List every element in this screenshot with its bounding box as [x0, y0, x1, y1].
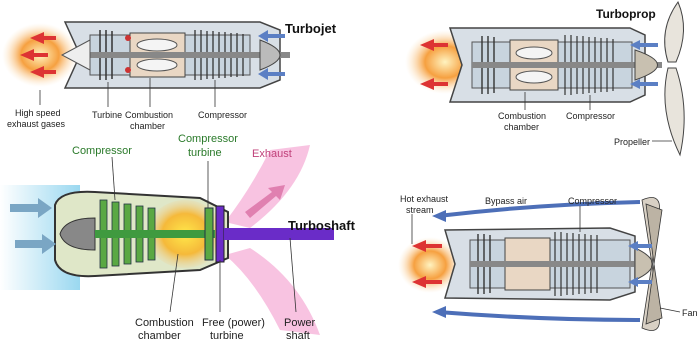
label-compressor: Compressor: [72, 145, 132, 157]
label-hot-exhaust-2: stream: [406, 205, 434, 215]
turboshaft-diagram: Compressor Compressor turbine Exhaust Tu…: [0, 130, 370, 341]
label-combustion-2: chamber: [138, 330, 181, 341]
turboprop-diagram: Turboprop Combustion chamber Compressor …: [390, 0, 697, 160]
label-propeller: Propeller: [614, 137, 650, 147]
turbofan-diagram: Hot exhaust stream Bypass air Compressor…: [390, 180, 697, 341]
label-exhaust-2: exhaust gases: [7, 119, 66, 129]
label-fan: Fan: [682, 308, 697, 318]
turboshaft-title: Turboshaft: [288, 218, 356, 233]
label-combustion-1: Combustion: [498, 111, 546, 121]
label-compressor-turbine-1: Compressor: [178, 133, 238, 145]
compressor-turbine: [205, 208, 213, 260]
label-hot-exhaust-1: Hot exhaust: [400, 194, 449, 204]
compressor-shaft: [95, 230, 215, 238]
bypass-arrow-bottom: [438, 312, 640, 320]
label-compressor: Compressor: [568, 196, 617, 206]
label-combustion-2: chamber: [504, 122, 539, 132]
main-shaft: [470, 261, 645, 267]
label-power-shaft-2: shaft: [286, 330, 310, 341]
label-compressor-turbine-2: turbine: [188, 147, 222, 159]
label-exhaust-1: High speed: [15, 108, 61, 118]
label-combustion-1: Combustion: [135, 317, 194, 329]
label-free-turbine-1: Free (power): [202, 317, 265, 329]
turbojet-diagram: Turbojet High speed exhaust gases Turbin…: [0, 0, 350, 135]
turboprop-title: Turboprop: [596, 7, 656, 21]
label-exhaust: Exhaust: [252, 148, 292, 160]
propeller: [665, 2, 685, 155]
label-compressor: Compressor: [566, 111, 615, 121]
label-compressor: Compressor: [198, 110, 247, 120]
label-power-shaft-1: Power: [284, 317, 316, 329]
free-turbine: [216, 206, 224, 262]
label-turbine: Turbine: [92, 110, 122, 120]
turbojet-title: Turbojet: [285, 21, 337, 36]
label-bypass-air: Bypass air: [485, 196, 527, 206]
nose-cone: [635, 50, 658, 80]
label-free-turbine-2: turbine: [210, 330, 244, 341]
label-combustion-1: Combustion: [125, 110, 173, 120]
main-shaft: [472, 62, 662, 68]
